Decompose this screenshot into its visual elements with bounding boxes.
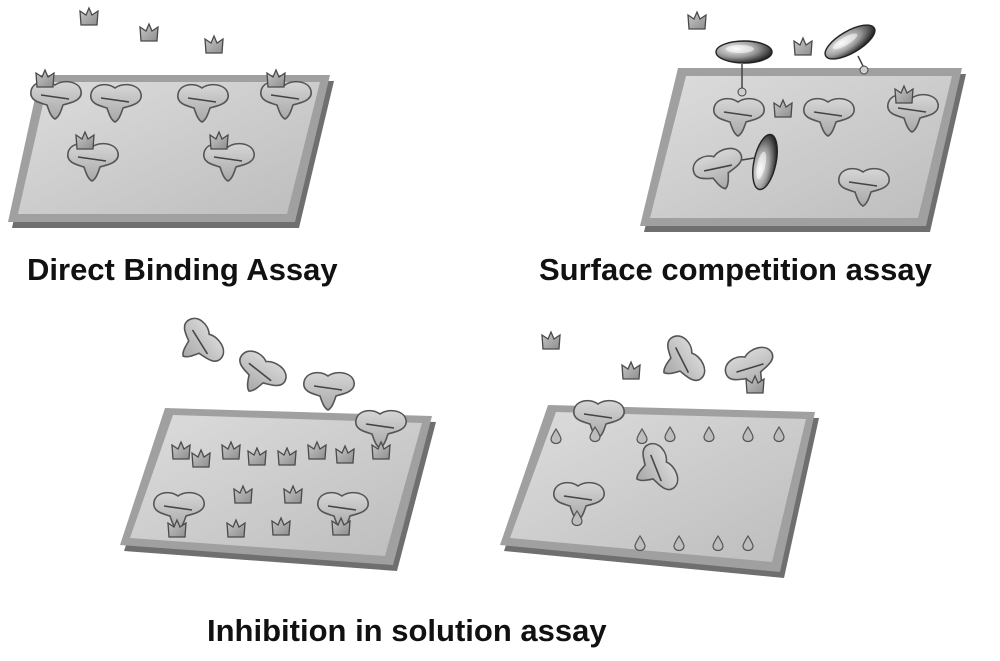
caption-inhibition-in-solution-assay: Inhibition in solution assay (207, 613, 607, 648)
free-ligand (541, 331, 561, 350)
label-disc (715, 40, 773, 64)
free-receptor (227, 345, 292, 405)
free-ligand (687, 11, 707, 30)
free-ligand (204, 35, 224, 54)
caption-surface-competition-assay: Surface competition assay (539, 252, 932, 287)
panel-surface-competition (640, 11, 966, 232)
free-ligand (793, 37, 813, 56)
plate-inhibition-right (500, 405, 819, 578)
caption-direct-binding-assay: Direct Binding Assay (27, 252, 338, 287)
label-disc (819, 17, 881, 67)
bound-ligand (35, 69, 55, 88)
panel-inhibition-right (500, 330, 819, 578)
free-ligand (139, 23, 159, 42)
free-receptor (166, 312, 230, 378)
free-ligand (79, 7, 99, 26)
free-ligand (621, 361, 641, 380)
plate-direct-binding (8, 75, 334, 228)
panel-direct-binding (8, 7, 334, 228)
receptor-bound (649, 330, 711, 395)
plate-surface-competition (640, 68, 966, 232)
free-receptor (302, 371, 355, 411)
bound-ligand (266, 69, 286, 88)
panel-inhibition-left (120, 312, 436, 571)
